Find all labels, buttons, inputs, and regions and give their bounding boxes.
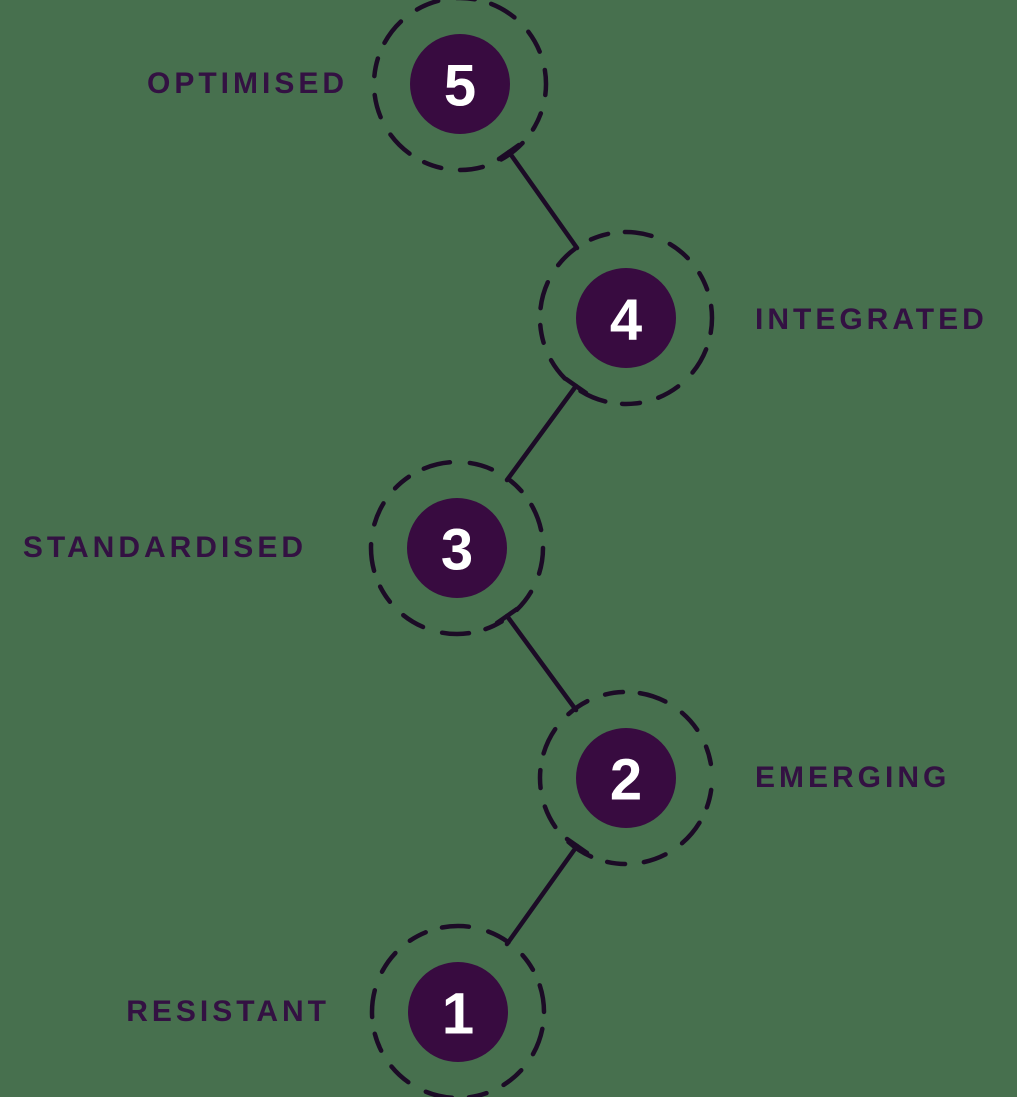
node-1: 1 <box>369 923 547 1097</box>
node-4-circle <box>576 268 676 368</box>
node-2-circle <box>576 728 676 828</box>
node-1-circle <box>408 962 508 1062</box>
node-3-dashed-ring <box>368 459 546 637</box>
connector-2-1 <box>504 836 590 947</box>
node-4-dashed-ring <box>537 229 715 407</box>
connector-3-2 <box>494 606 579 713</box>
label-optimised: OPTIMISED <box>146 67 348 100</box>
node-4: 4 <box>537 229 715 407</box>
connector-line-4-3 <box>504 383 579 483</box>
connector-line-2-1 <box>504 843 580 947</box>
connector-4-3 <box>504 376 589 483</box>
node-3: 3 <box>368 459 546 637</box>
node-3-circle <box>407 498 507 598</box>
connector-5-4 <box>496 142 580 251</box>
node-4-number: 4 <box>610 288 642 353</box>
label-standardised: STANDARDISED <box>22 531 307 564</box>
connector-line-3-2 <box>504 613 579 713</box>
node-5-circle <box>410 34 510 134</box>
label-emerging: EMERGING <box>755 761 951 794</box>
label-resistant: RESISTANT <box>126 995 330 1028</box>
connector-line-5-4 <box>506 149 580 251</box>
node-3-number: 3 <box>441 518 473 583</box>
node-2-dashed-ring <box>537 689 715 867</box>
node-2-number: 2 <box>610 748 642 813</box>
node-1-number: 1 <box>442 982 474 1047</box>
node-5: 5 <box>371 0 549 173</box>
node-2: 2 <box>537 689 715 867</box>
label-integrated: INTEGRATED <box>755 303 988 336</box>
node-5-number: 5 <box>444 54 476 119</box>
node-1-dashed-ring <box>369 923 547 1097</box>
node-5-dashed-ring <box>371 0 549 173</box>
